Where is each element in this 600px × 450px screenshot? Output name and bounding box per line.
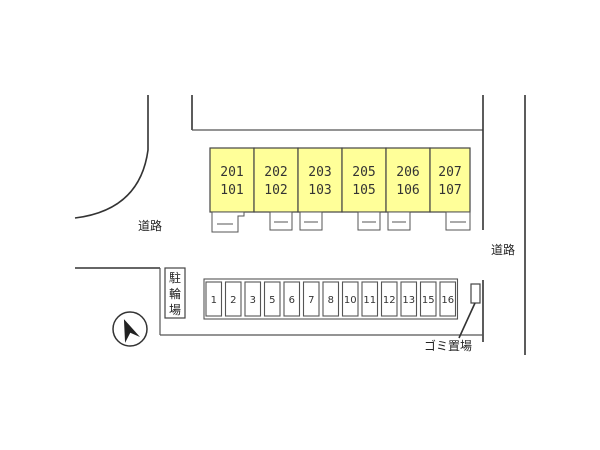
svg-text:202: 202 bbox=[264, 165, 287, 180]
entrance-steps bbox=[211, 211, 471, 233]
svg-text:103: 103 bbox=[308, 183, 331, 198]
svg-text:輪: 輪 bbox=[169, 286, 181, 301]
north-arrow-icon bbox=[112, 311, 148, 347]
building: 201 101 202 102 203 103 205 105 206 106 … bbox=[209, 147, 471, 233]
parking-space-number: 15 bbox=[422, 295, 435, 306]
parking-space-number: 7 bbox=[308, 295, 314, 306]
parking-space-number: 5 bbox=[269, 295, 275, 306]
parking-space bbox=[224, 281, 242, 317]
road-label-left: 道路 bbox=[138, 218, 162, 233]
unit-5: 206 106 bbox=[385, 147, 431, 213]
parking-space bbox=[400, 281, 418, 317]
parking-space-number: 10 bbox=[344, 295, 357, 306]
parking-space bbox=[322, 281, 340, 317]
parking-space bbox=[419, 281, 437, 317]
unit-1: 201 101 bbox=[209, 147, 255, 213]
unit-2: 202 102 bbox=[253, 147, 299, 213]
unit-3: 203 103 bbox=[297, 147, 343, 213]
parking-space-number: 1 bbox=[211, 295, 217, 306]
parking-space bbox=[380, 281, 398, 317]
svg-text:場: 場 bbox=[169, 303, 181, 317]
svg-text:105: 105 bbox=[352, 183, 375, 198]
parking-space-number: 3 bbox=[250, 295, 256, 306]
parking-space bbox=[439, 281, 457, 317]
svg-text:駐: 駐 bbox=[169, 270, 181, 285]
road-label-right: 道路 bbox=[491, 242, 515, 257]
parking-space bbox=[263, 281, 281, 317]
svg-text:206: 206 bbox=[396, 165, 419, 180]
parking-space bbox=[341, 281, 359, 317]
parking-space-number: 11 bbox=[363, 295, 376, 306]
parking-space-number: 12 bbox=[383, 295, 396, 306]
unit-4: 205 105 bbox=[341, 147, 387, 213]
road-curve-edge bbox=[74, 95, 149, 219]
bicycle-parking: 駐 輪 場 bbox=[164, 267, 186, 319]
svg-text:102: 102 bbox=[264, 183, 287, 198]
svg-text:106: 106 bbox=[396, 183, 419, 198]
parking-space bbox=[283, 281, 301, 317]
svg-text:ゴミ置場: ゴミ置場 bbox=[424, 338, 472, 353]
parking-space-number: 13 bbox=[402, 295, 415, 306]
parking-space-number: 16 bbox=[441, 295, 454, 306]
parking-space bbox=[205, 281, 223, 317]
svg-text:107: 107 bbox=[438, 183, 461, 198]
parking-space-number: 2 bbox=[230, 295, 236, 306]
svg-text:207: 207 bbox=[438, 165, 461, 180]
svg-text:205: 205 bbox=[352, 165, 375, 180]
unit-6: 207 107 bbox=[429, 147, 471, 213]
parking-space-number: 6 bbox=[289, 295, 295, 306]
parking-space bbox=[361, 281, 379, 317]
parking-space bbox=[302, 281, 320, 317]
svg-text:101: 101 bbox=[220, 183, 243, 198]
garbage-area: ゴミ置場 bbox=[424, 283, 481, 353]
svg-text:201: 201 bbox=[220, 165, 243, 180]
parking-space bbox=[244, 281, 262, 317]
parking-space-number: 8 bbox=[328, 295, 334, 306]
svg-text:203: 203 bbox=[308, 165, 331, 180]
